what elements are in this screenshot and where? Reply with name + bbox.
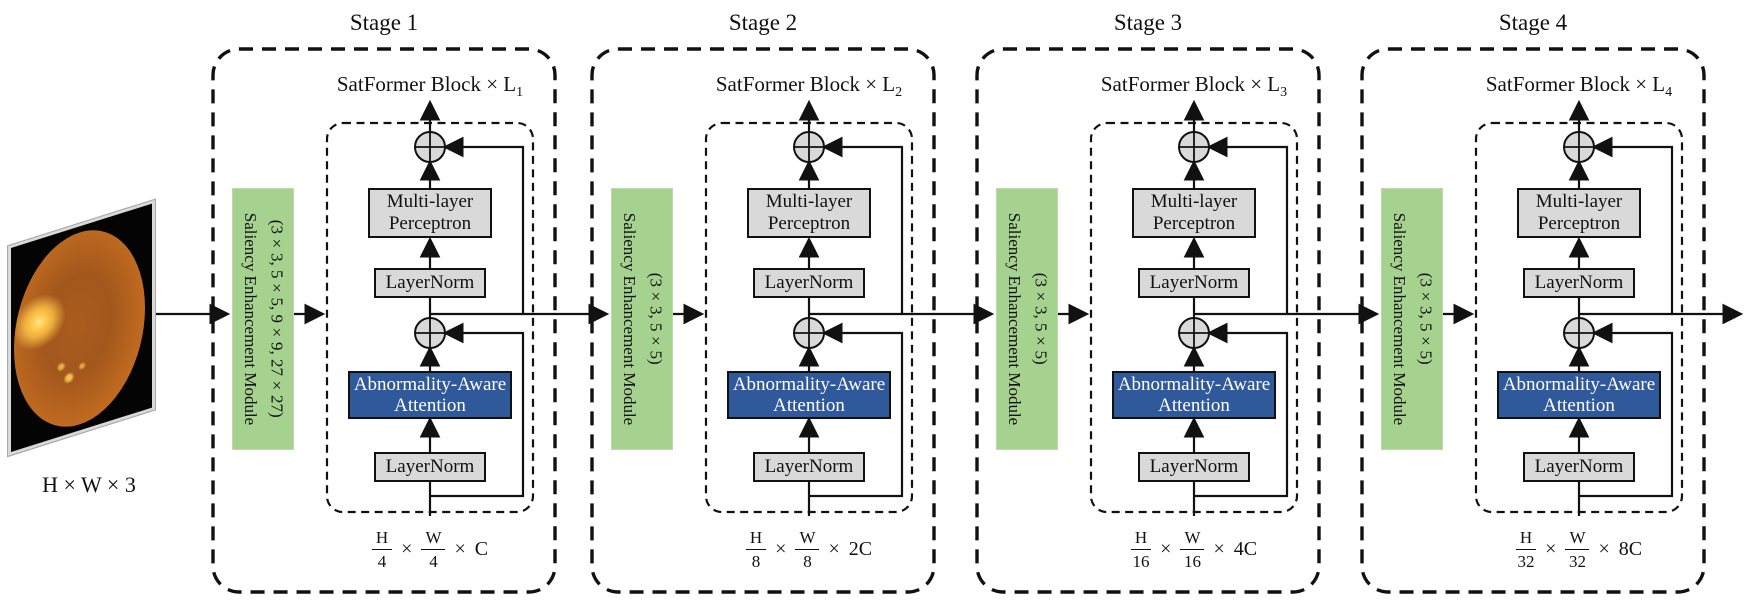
skip-connection-lower <box>1579 322 1674 498</box>
skip-connection-lower <box>809 322 904 498</box>
skip-connection-upper <box>1206 136 1289 314</box>
skip-connection-lower <box>1194 322 1289 498</box>
stage-4-wiring <box>1360 47 1706 594</box>
stage-2-wiring <box>590 47 936 594</box>
stage-1-wiring <box>211 47 557 594</box>
skip-connection-upper <box>821 136 904 314</box>
stage-3-wiring <box>975 47 1321 594</box>
skip-connection-upper <box>1591 136 1674 314</box>
skip-connection-lower <box>430 322 525 498</box>
skip-connection-upper <box>442 136 525 314</box>
